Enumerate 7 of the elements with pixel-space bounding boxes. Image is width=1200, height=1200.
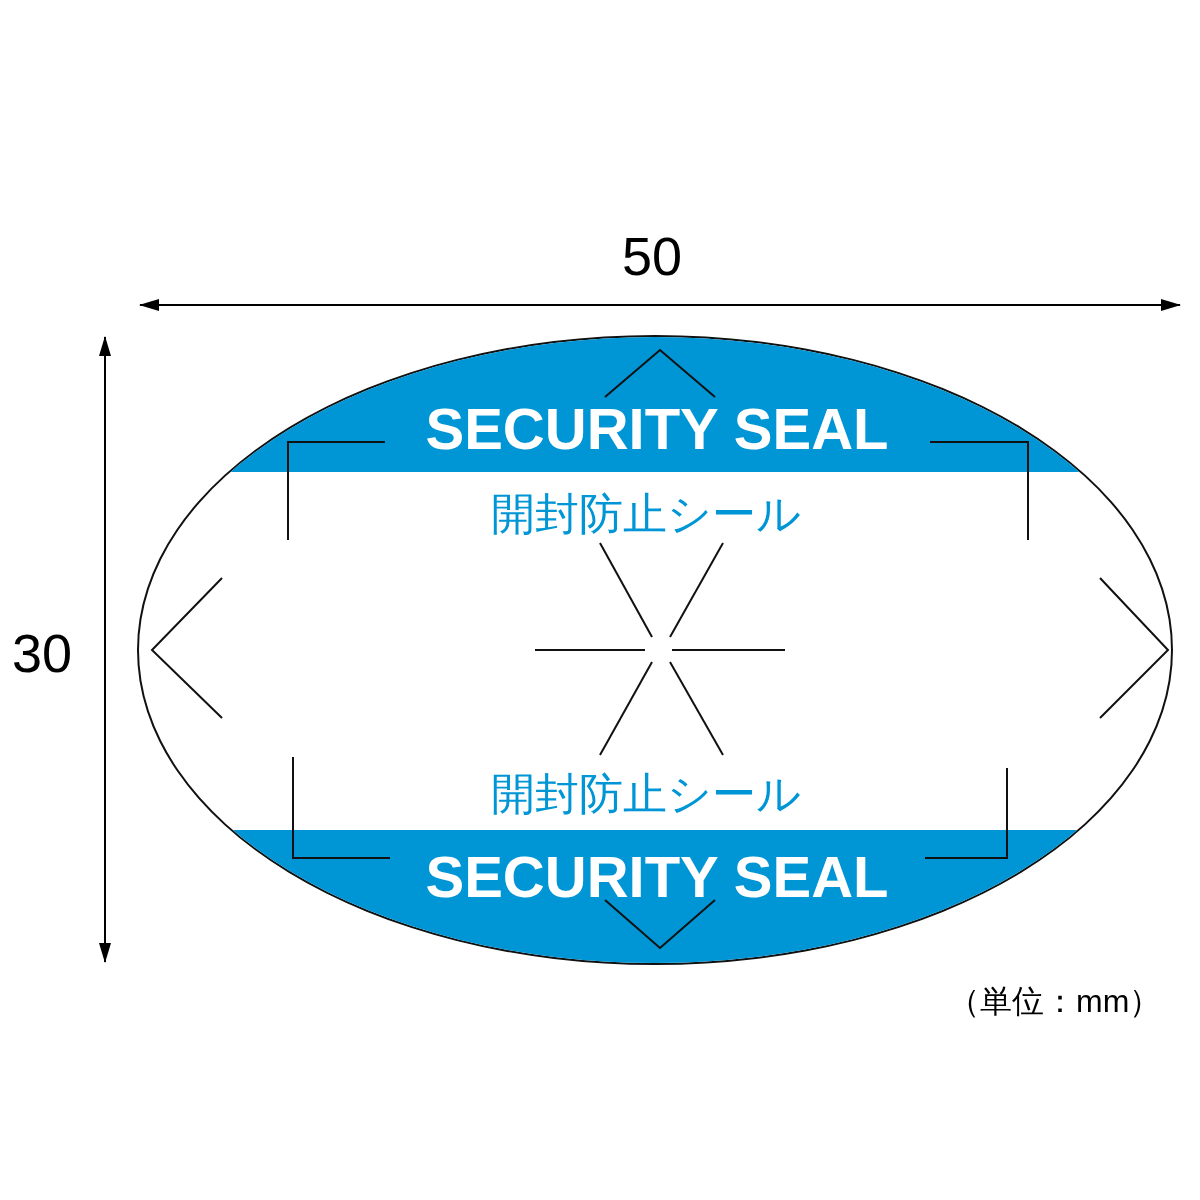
dimension-value: 30 — [12, 622, 73, 684]
caption-text: 開封防止シール — [491, 489, 801, 539]
band-title: SECURITY SEAL — [424, 845, 890, 909]
caption-text: 開封防止シール — [491, 769, 801, 819]
band-title: SECURITY SEAL — [424, 397, 890, 461]
dimension-value: 50 — [622, 225, 683, 287]
unit-note: （単位：mm） — [948, 982, 1162, 1021]
